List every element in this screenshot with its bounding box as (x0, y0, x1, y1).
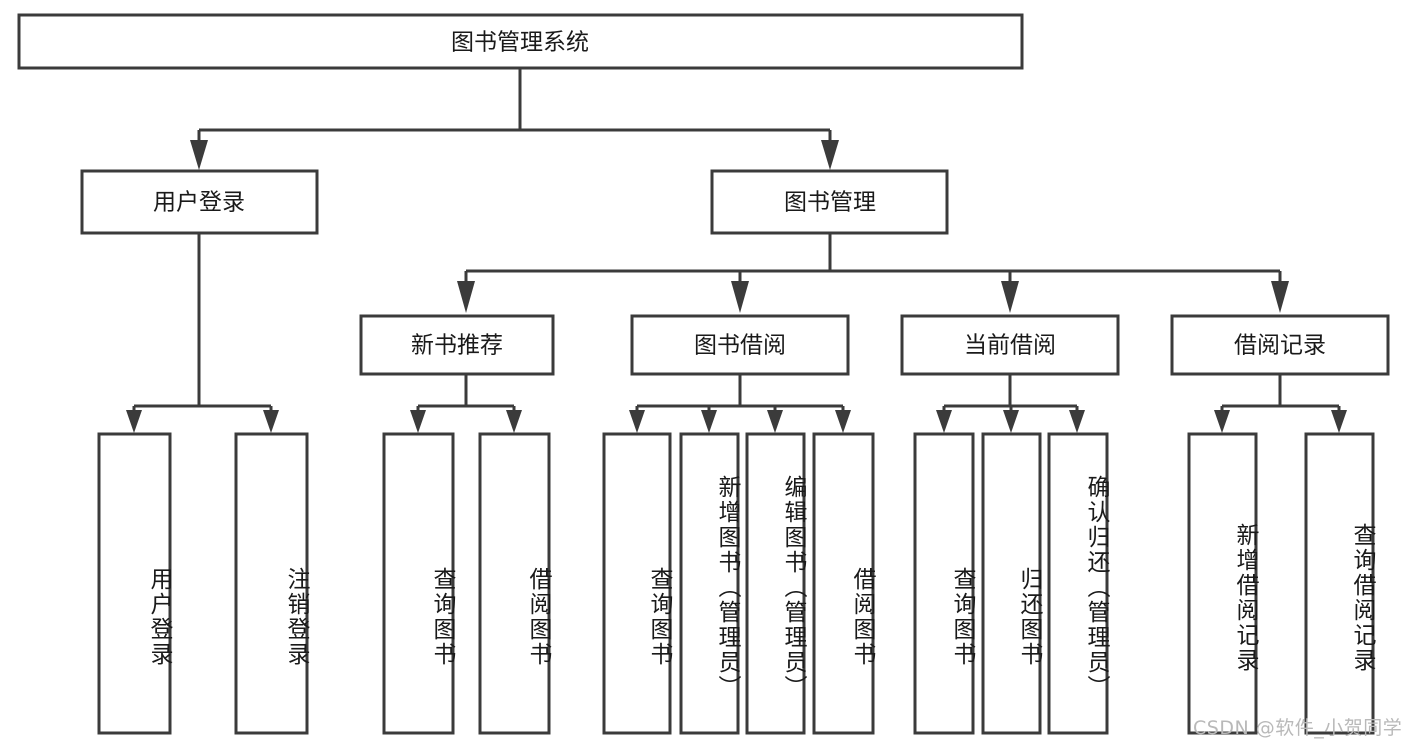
node-user-login[interactable]: 用户登录 (80, 169, 319, 235)
node-new-book-recommend-label: 新书推荐 (411, 333, 503, 359)
leaf-box-return-book[interactable] (981, 432, 1042, 735)
leaf-boxes-book-borrow (602, 432, 875, 735)
node-borrow-record[interactable]: 借阅记录 (1170, 314, 1390, 376)
node-root-book-management-system[interactable]: 图书管理系统 (17, 13, 1024, 70)
node-book-management[interactable]: 图书管理 (710, 169, 949, 235)
leaf-box-user-login[interactable] (97, 432, 172, 735)
leaf-box-borrow-book-1[interactable] (478, 432, 551, 735)
node-borrow-record-label: 借阅记录 (1234, 333, 1326, 359)
leaf-box-add-book-admin[interactable] (679, 432, 740, 735)
leaf-box-confirm-return-admin[interactable] (1047, 432, 1109, 735)
leaf-boxes-borrow-record (1187, 432, 1375, 735)
leaf-boxes-new-book-recommend (382, 432, 551, 735)
leaf-boxes-user-login (97, 432, 309, 735)
node-user-login-label: 用户登录 (153, 190, 245, 216)
leaf-box-logout[interactable] (234, 432, 309, 735)
connector-borrowrecord-to-leaves (1214, 374, 1347, 433)
node-book-borrow[interactable]: 图书借阅 (630, 314, 850, 376)
connector-bookmgmt-to-level3 (457, 233, 1289, 313)
node-book-management-label: 图书管理 (784, 190, 876, 216)
leaf-box-query-book-3[interactable] (913, 432, 975, 735)
node-root-label: 图书管理系统 (451, 30, 589, 56)
node-new-book-recommend[interactable]: 新书推荐 (359, 314, 555, 376)
leaf-box-edit-book-admin[interactable] (745, 432, 806, 735)
leaf-boxes-current-borrow (913, 432, 1109, 735)
node-current-borrow-label: 当前借阅 (964, 333, 1056, 359)
connector-root-to-level2 (190, 68, 839, 170)
leaf-box-query-book-2[interactable] (602, 432, 672, 735)
csdn-watermark: CSDN @软件_小贺同学 (1193, 717, 1403, 739)
leaf-box-query-borrow-record[interactable] (1304, 432, 1375, 735)
connector-currentborrow-to-leaves (936, 374, 1085, 433)
node-book-borrow-label: 图书借阅 (694, 333, 786, 359)
connector-newbook-to-leaves (410, 374, 522, 433)
leaf-box-borrow-book-2[interactable] (812, 432, 875, 735)
connector-bookborrow-to-leaves (629, 374, 851, 433)
leaf-box-add-borrow-record[interactable] (1187, 432, 1258, 735)
node-current-borrow[interactable]: 当前借阅 (900, 314, 1120, 376)
leaf-box-query-book-1[interactable] (382, 432, 455, 735)
connector-userlogin-to-leaves (126, 233, 279, 433)
